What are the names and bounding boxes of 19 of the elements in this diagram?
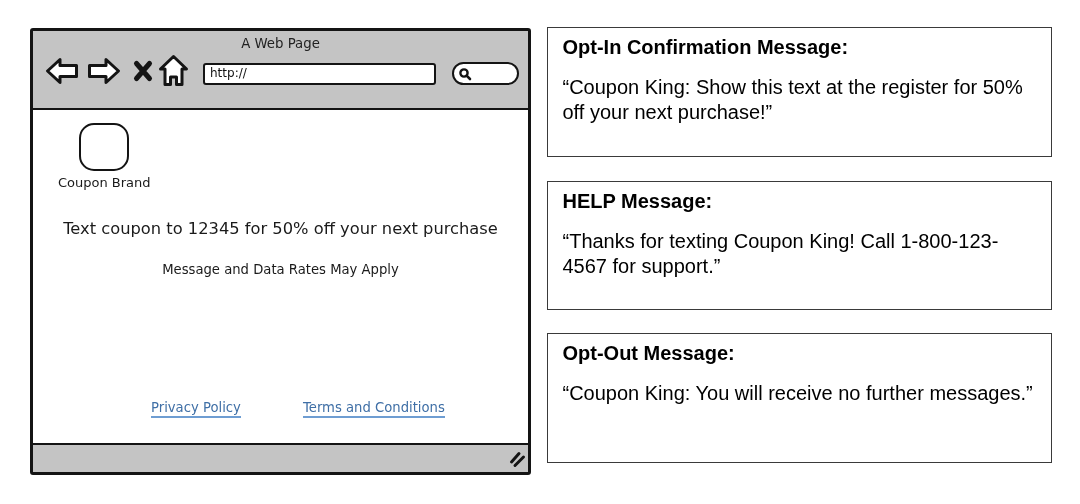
message-text: “Coupon King: Show this text at the register for 50% off your next purchase!” [562,75,1024,125]
placeholder-caption: Coupon Brand [58,175,151,191]
headline-text: Text coupon to 12345 for 50% off your next purchase [63,219,498,239]
footer-link: Terms and Conditions [303,400,445,418]
disclaimer-text: Message and Data Rates May Apply [162,261,399,278]
message-text: “Coupon King: You will receive no further messages.” [562,381,1033,406]
footer-link: Privacy Policy [151,400,241,418]
message-card [547,181,1052,310]
url-field: http:// [203,63,436,85]
message-heading: Opt-In Confirmation Message: [562,35,849,59]
message-heading: Opt-Out Message: [562,341,735,365]
search-field [452,62,519,85]
page-content-area [33,108,528,445]
message-heading: HELP Message: [562,189,713,213]
message-card [547,333,1052,463]
browser-window [30,28,531,475]
message-text: “Thanks for texting Coupon King! Call 1-800-123-4567 for support.” [562,229,1000,279]
window-title: A Web Page [241,36,320,52]
message-card [547,27,1052,157]
